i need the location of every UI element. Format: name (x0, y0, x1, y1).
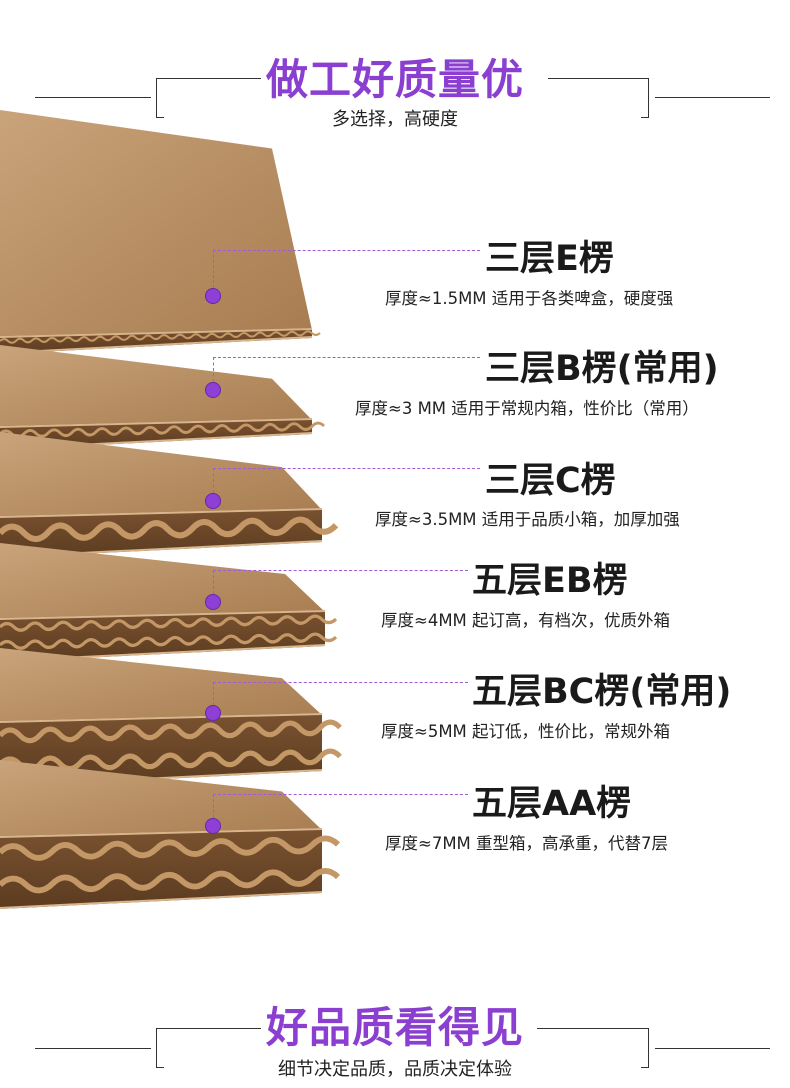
cardboard-board (0, 345, 326, 450)
product-name: 三层B楞(常用) (485, 349, 719, 389)
marker-dot (205, 382, 221, 398)
marker-dot (205, 288, 221, 304)
marker-dot (205, 493, 221, 509)
leader-line (213, 794, 468, 795)
cardboard-board (0, 760, 341, 909)
bracket-left (156, 78, 164, 118)
leader-line (213, 357, 480, 358)
section-subtitle: 细节决定品质，品质决定体验 (278, 1059, 512, 1080)
leader-line (213, 682, 468, 683)
leader-line-vertical (213, 682, 214, 705)
bracket-right (641, 1028, 649, 1068)
bracket-right (641, 78, 649, 118)
header-rule-right (655, 1048, 770, 1049)
marker-dot (205, 594, 221, 610)
leader-line-vertical (213, 570, 214, 594)
top-header: 做工好质量优 多选择，高硬度 (0, 40, 790, 140)
product-description: 厚度≈3 MM 适用于常规内箱，性价比（常用） (355, 399, 699, 418)
section-subtitle: 多选择，高硬度 (332, 109, 458, 130)
product-description: 厚度≈5MM 起订低，性价比，常规外箱 (381, 722, 671, 741)
product-name: 三层C楞 (485, 461, 616, 501)
header-rule-left (35, 1048, 151, 1049)
product-description: 厚度≈1.5MM 适用于各类啤盒，硬度强 (385, 289, 674, 308)
leader-line (213, 250, 480, 251)
product-name: 五层BC楞(常用) (472, 672, 732, 712)
leader-line (213, 468, 480, 469)
cardboard-board (0, 432, 339, 558)
leader-line-vertical (213, 794, 214, 818)
marker-dot (205, 818, 221, 834)
leader-line-vertical (213, 468, 214, 493)
bracket-left (156, 1028, 164, 1068)
product-description: 厚度≈3.5MM 适用于品质小箱，加厚加强 (375, 510, 680, 529)
marker-dot (205, 705, 221, 721)
cardboard-board (0, 648, 342, 787)
product-description: 厚度≈4MM 起订高，有档次，优质外箱 (381, 611, 671, 630)
cardboard-board (0, 543, 338, 662)
leader-line-vertical (213, 250, 214, 288)
product-name: 三层E楞 (485, 239, 614, 279)
header-rule-inner-left (163, 1028, 261, 1029)
bottom-header: 好品质看得见 细节决定品质，品质决定体验 (0, 988, 790, 1088)
header-rule-inner-right (537, 1028, 641, 1029)
section-title: 好品质看得见 (265, 1003, 524, 1052)
leader-line (213, 570, 468, 571)
header-rule-inner-left (163, 78, 261, 79)
header-rule-right (655, 97, 770, 98)
product-name: 五层EB楞 (472, 561, 628, 601)
leader-line-vertical (213, 357, 214, 382)
product-description: 厚度≈7MM 重型箱，高承重，代替7层 (385, 834, 669, 853)
product-name: 五层AA楞 (472, 784, 632, 824)
header-rule-inner-right (548, 78, 641, 79)
cardboard-board (0, 110, 321, 354)
section-title: 做工好质量优 (265, 55, 524, 104)
header-rule-left (35, 97, 151, 98)
